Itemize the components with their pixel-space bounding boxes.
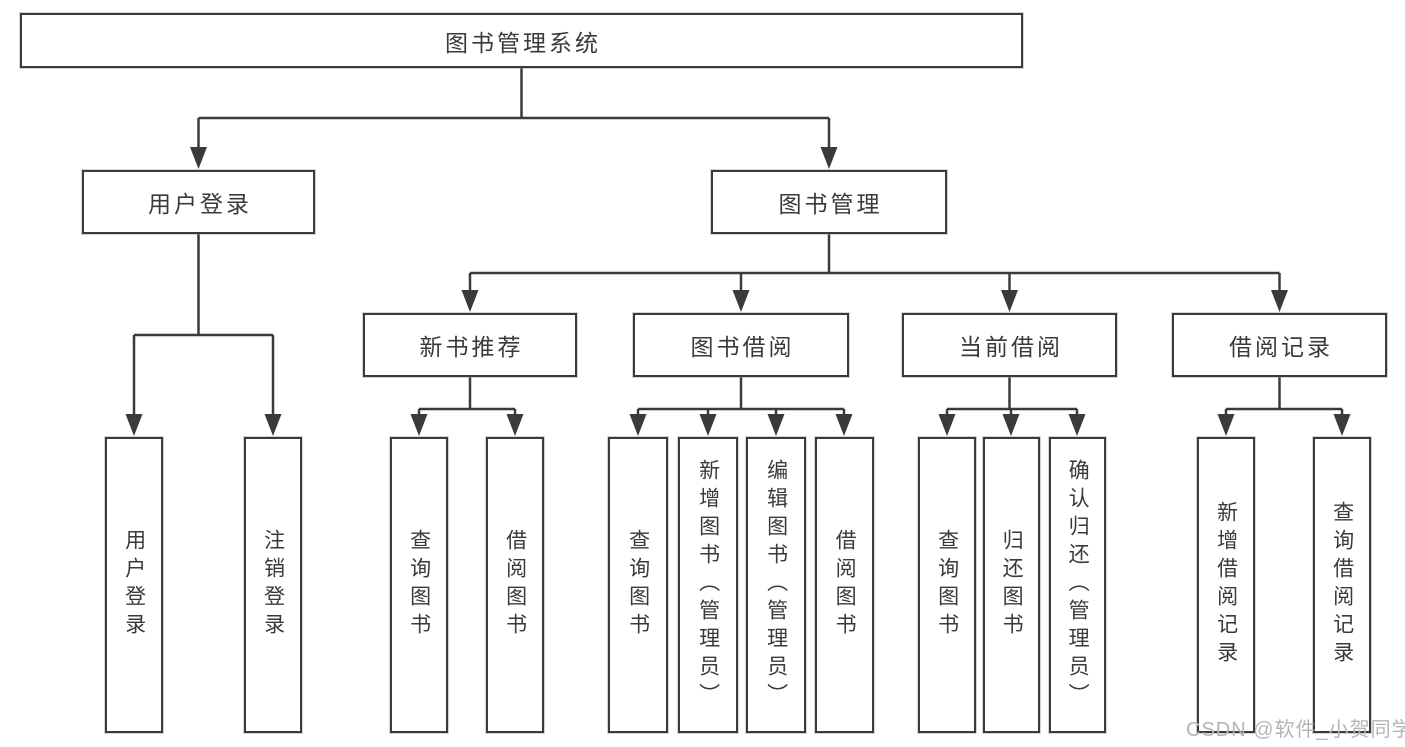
node-leaf-user-login: 用户登录 xyxy=(105,437,163,733)
node-leaf-user-login-label: 用户登录 xyxy=(122,529,146,641)
node-leaf-logout-label: 注销登录 xyxy=(261,529,285,641)
node-current-borrowing: 当前借阅 xyxy=(902,313,1117,377)
node-book-borrowing: 图书借阅 xyxy=(633,313,849,377)
node-rec-borrow-books: 借阅图书 xyxy=(486,437,544,733)
node-bb-add-books-admin: 新增图书（管理员） xyxy=(678,437,738,733)
node-cb-return-books-label: 归还图书 xyxy=(1000,529,1024,641)
node-root-system-label: 图书管理系统 xyxy=(445,29,601,56)
node-cb-return-books: 归还图书 xyxy=(983,437,1040,733)
node-bb-query-books: 查询图书 xyxy=(608,437,668,733)
csdn-watermark: CSDN @软件_小贺同学 xyxy=(1186,719,1405,741)
node-root-system: 图书管理系统 xyxy=(20,13,1023,68)
node-book-management-label: 图书管理 xyxy=(778,191,883,217)
node-cb-confirm-return-admin: 确认归还（管理员） xyxy=(1049,437,1106,733)
node-br-query-record: 查询借阅记录 xyxy=(1313,437,1371,733)
node-cb-confirm-return-admin-label: 确认归还（管理员） xyxy=(1066,459,1090,711)
node-br-add-record: 新增借阅记录 xyxy=(1197,437,1255,733)
node-borrowing-records-label: 借阅记录 xyxy=(1229,334,1333,360)
node-borrowing-records: 借阅记录 xyxy=(1172,313,1387,377)
node-bb-query-books-label: 查询图书 xyxy=(626,529,650,641)
node-new-book-recommend: 新书推荐 xyxy=(363,313,577,377)
node-leaf-logout: 注销登录 xyxy=(244,437,302,733)
node-book-management: 图书管理 xyxy=(711,170,947,234)
node-bb-borrow-books-label: 借阅图书 xyxy=(833,529,857,641)
node-bb-edit-books-admin: 编辑图书（管理员） xyxy=(746,437,806,733)
node-book-borrowing-label: 图书借阅 xyxy=(690,334,795,360)
node-rec-borrow-books-label: 借阅图书 xyxy=(503,529,527,641)
node-bb-add-books-admin-label: 新增图书（管理员） xyxy=(696,459,720,711)
node-bb-borrow-books: 借阅图书 xyxy=(815,437,874,733)
node-cb-query-books: 查询图书 xyxy=(918,437,976,733)
node-current-borrowing-label: 当前借阅 xyxy=(959,334,1063,360)
node-br-add-record-label: 新增借阅记录 xyxy=(1214,501,1238,669)
node-new-book-recommend-label: 新书推荐 xyxy=(419,334,524,360)
node-rec-query-books-label: 查询图书 xyxy=(407,529,431,641)
node-cb-query-books-label: 查询图书 xyxy=(935,529,959,641)
node-bb-edit-books-admin-label: 编辑图书（管理员） xyxy=(764,459,788,711)
node-user-login: 用户登录 xyxy=(82,170,315,234)
node-rec-query-books: 查询图书 xyxy=(390,437,448,733)
node-br-query-record-label: 查询借阅记录 xyxy=(1330,501,1354,669)
node-user-login-label: 用户登录 xyxy=(148,191,252,217)
